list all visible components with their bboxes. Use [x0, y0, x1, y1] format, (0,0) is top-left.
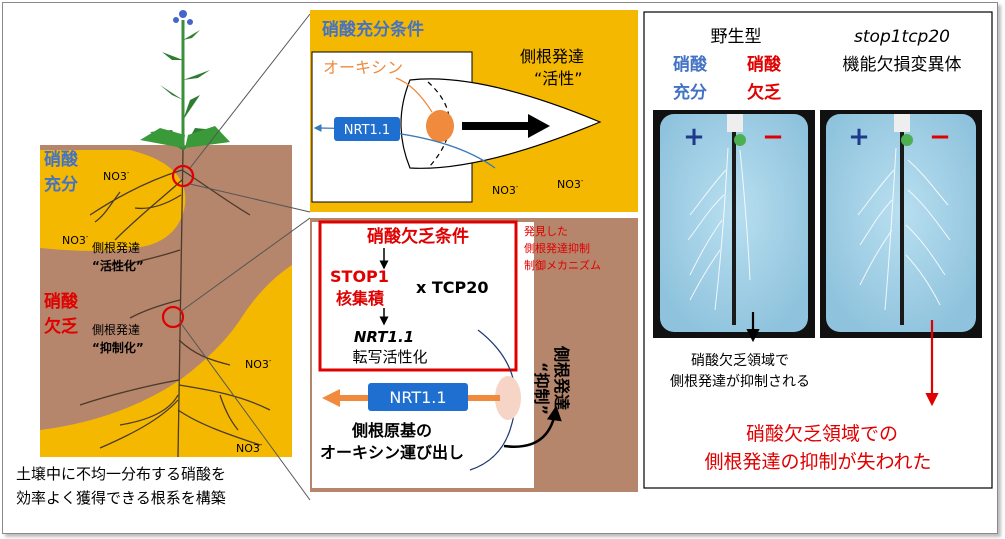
lateral-activate-2: “活性化” [92, 258, 144, 273]
found-label-3: 制御メカニズム [524, 258, 601, 272]
wildtype-result-2: 側根発達が抑制される [670, 374, 810, 390]
nrt-box-top [334, 117, 400, 141]
deficient-title: 硝酸欠乏条件 [367, 226, 469, 247]
nrt-box-bottom [368, 383, 468, 411]
root-system [79, 149, 271, 458]
plant-shoot [140, 10, 230, 150]
focus-circle-sufficient [171, 164, 195, 188]
wt-deficient-1: 硝酸 [747, 54, 782, 75]
lateral-activate-1: 側根発達 [92, 241, 140, 255]
growth-arrow-head [528, 114, 550, 138]
label-sufficient-1: 硝酸 [44, 149, 79, 170]
lateral-active-1: 側根発達 [520, 47, 584, 66]
deficient-panel: 硝酸欠乏条件 STOP1 核集積 x TCP20 NRT1.1 転写活性化 NR… [310, 218, 638, 492]
no3-label: NO3- [236, 441, 263, 455]
auxin-pointer [395, 77, 433, 113]
focus-circle-deficient [161, 305, 185, 329]
deficient-red-box [318, 220, 518, 372]
nrt-label-bottom: NRT1.1 [389, 388, 446, 407]
mutant-result-2: 側根発達の抑制が失われた [704, 451, 931, 473]
lateral-suppress-2: “抑制化” [92, 340, 144, 355]
label-deficient-2: 欠乏 [44, 316, 78, 337]
lateral-suppress-vertical: 側根発達 [552, 345, 571, 410]
suppress-arrow [503, 405, 562, 448]
wt-deficient-2: 欠乏 [747, 82, 781, 103]
found-label-1: 発見した [524, 224, 568, 238]
plate-tape-wildtype [727, 114, 743, 132]
wt-sufficient-2: 充分 [673, 82, 707, 103]
no3-label: NO3- [62, 233, 89, 247]
soil-panel: 硝酸 充分 NO3- NO3- NO3- NO3- 側根発達 “活性化” 硝酸 … [16, 10, 292, 507]
plates-panel: 野生型 硝酸 充分 硝酸 欠乏 stop1tcp20 機能欠損変異体 + − [643, 11, 993, 489]
no3-label: NO3- [492, 183, 519, 197]
auxin-label: オーキシン [323, 58, 403, 77]
roots-mutant [857, 147, 951, 311]
sufficient-panel: 硝酸充分条件 オーキシン NRT1.1 NO3- NO3- 側根発達 “活性” [310, 10, 638, 212]
auxin-efflux-head [322, 389, 340, 407]
nuclear-accumulation-label: 核集積 [336, 289, 385, 308]
label-sufficient-2: 充分 [44, 174, 78, 195]
transcription-label: 転写活性化 [352, 348, 427, 366]
caption-line-2: 効率よく獲得できる根系を構築 [16, 489, 226, 507]
minus-mutant: − [929, 122, 951, 152]
primordium-blob [495, 376, 521, 420]
wt-sufficient-1: 硝酸 [673, 54, 708, 75]
sufficient-title: 硝酸充分条件 [322, 19, 424, 40]
minus-wildtype: − [762, 122, 784, 152]
found-label-2: 側根発達抑制 [524, 241, 590, 255]
mutant-result-1: 硝酸欠乏領域での [746, 423, 898, 445]
mutant-name: stop1tcp20 [854, 27, 950, 47]
stop1-label: STOP1 [330, 267, 389, 286]
seedling-wildtype [734, 134, 746, 146]
nitrate-patch-bottom [40, 265, 292, 457]
primordium-label-2: オーキシン運び出し [320, 443, 464, 462]
zoom-guides [179, 13, 311, 501]
wildtype-title: 野生型 [711, 27, 762, 47]
label-deficient-1: 硝酸 [44, 291, 79, 312]
seedling-mutant [901, 134, 913, 146]
mutant-title: 機能欠損変異体 [843, 55, 962, 75]
tcp20-label: x TCP20 [416, 278, 489, 297]
roots-wildtype [687, 147, 751, 311]
plus-wildtype: + [683, 122, 705, 152]
auxin-blob [426, 110, 454, 142]
plate-tape-mutant [894, 114, 910, 132]
no3-label: NO3- [245, 357, 272, 371]
lateral-suppress-1: 側根発達 [92, 323, 140, 337]
no3-label: NO3- [557, 177, 584, 191]
nrt-label-top: NRT1.1 [344, 123, 390, 138]
suppress-vertical: “抑制” [532, 362, 551, 415]
nrt-gene-label: NRT1.1 [354, 328, 414, 346]
plus-mutant: + [848, 122, 870, 152]
no3-label: NO3- [103, 169, 130, 183]
primordium-label-1: 側根原基の [351, 421, 432, 440]
wildtype-result-1: 硝酸欠乏領域で [691, 352, 789, 369]
lateral-active-2: “活性” [534, 69, 583, 88]
root-outline [469, 329, 517, 471]
caption-line-1: 土壌中に不均一分布する硝酸を [16, 465, 226, 483]
